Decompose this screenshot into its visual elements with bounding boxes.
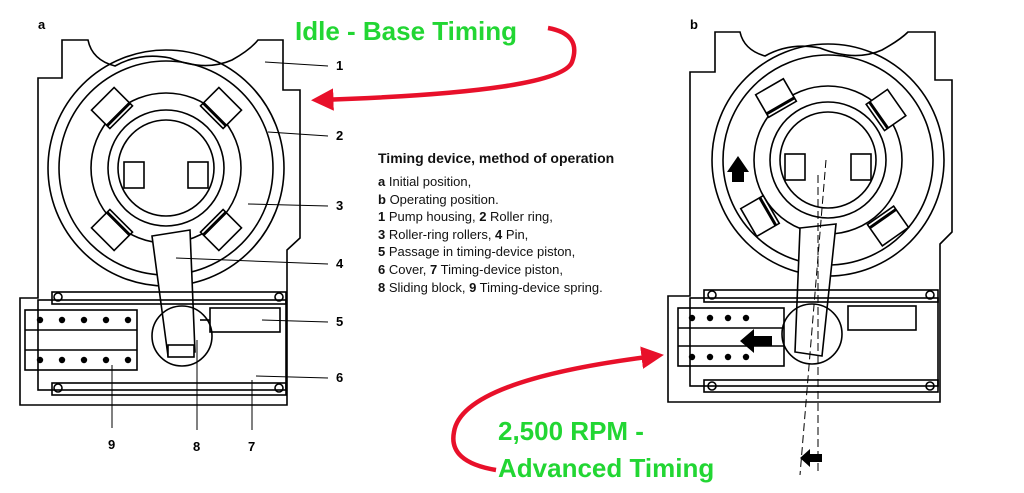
part-number-7: 7 xyxy=(248,439,256,454)
legend: Timing device, method of operation a Ini… xyxy=(378,150,668,296)
legend-line: 5 Passage in timing-device piston, xyxy=(378,244,576,260)
arrow-left-small-icon xyxy=(800,449,822,467)
advanced-callout-line1: 2,500 RPM - xyxy=(498,416,644,446)
panel-b-drawing xyxy=(667,31,953,476)
legend-line: 8 Sliding block, 9 Timing-device spring. xyxy=(378,279,603,295)
spring-a xyxy=(24,309,138,371)
spring-b xyxy=(677,307,785,367)
panel-label-b: b xyxy=(690,17,698,32)
advanced-callout-line2: Advanced Timing xyxy=(498,453,715,483)
cover-b xyxy=(689,297,939,387)
arrow-up-icon xyxy=(727,156,749,182)
idle-callout: Idle - Base Timing xyxy=(295,16,518,46)
pin-a xyxy=(151,229,196,357)
part-number-5: 5 xyxy=(336,314,344,329)
part-number-3: 3 xyxy=(336,198,344,213)
part-number-1: 1 xyxy=(336,58,344,73)
legend-line: 6 Cover, 7 Timing-device piston, xyxy=(378,261,563,277)
pump-housing-b xyxy=(667,31,953,403)
legend-title: Timing device, method of operation xyxy=(378,150,615,166)
legend-line: 3 Roller-ring rollers, 4 Pin, xyxy=(378,226,529,242)
arrow-left-icon xyxy=(740,329,772,353)
part-number-2: 2 xyxy=(336,128,344,143)
legend-line: b Operating position. xyxy=(378,191,499,207)
legend-line: a Initial position, xyxy=(378,174,472,189)
legend-line: 1 Pump housing, 2 Roller ring, xyxy=(378,209,553,225)
part-number-6: 6 xyxy=(336,370,344,385)
part-number-9: 9 xyxy=(108,437,116,452)
sliding-block-b xyxy=(781,303,843,365)
advanced-pointer-arrow xyxy=(451,346,664,473)
idle-pointer-arrow xyxy=(311,25,577,111)
cover-a xyxy=(37,299,287,391)
motion-arrows-b xyxy=(727,156,822,467)
panel-a-drawing xyxy=(19,39,329,430)
sliding-block-a xyxy=(151,305,213,367)
part-number-8: 8 xyxy=(193,439,201,454)
passage-b xyxy=(847,305,917,331)
panel-label-a: a xyxy=(38,17,46,32)
part-number-4: 4 xyxy=(336,256,344,271)
